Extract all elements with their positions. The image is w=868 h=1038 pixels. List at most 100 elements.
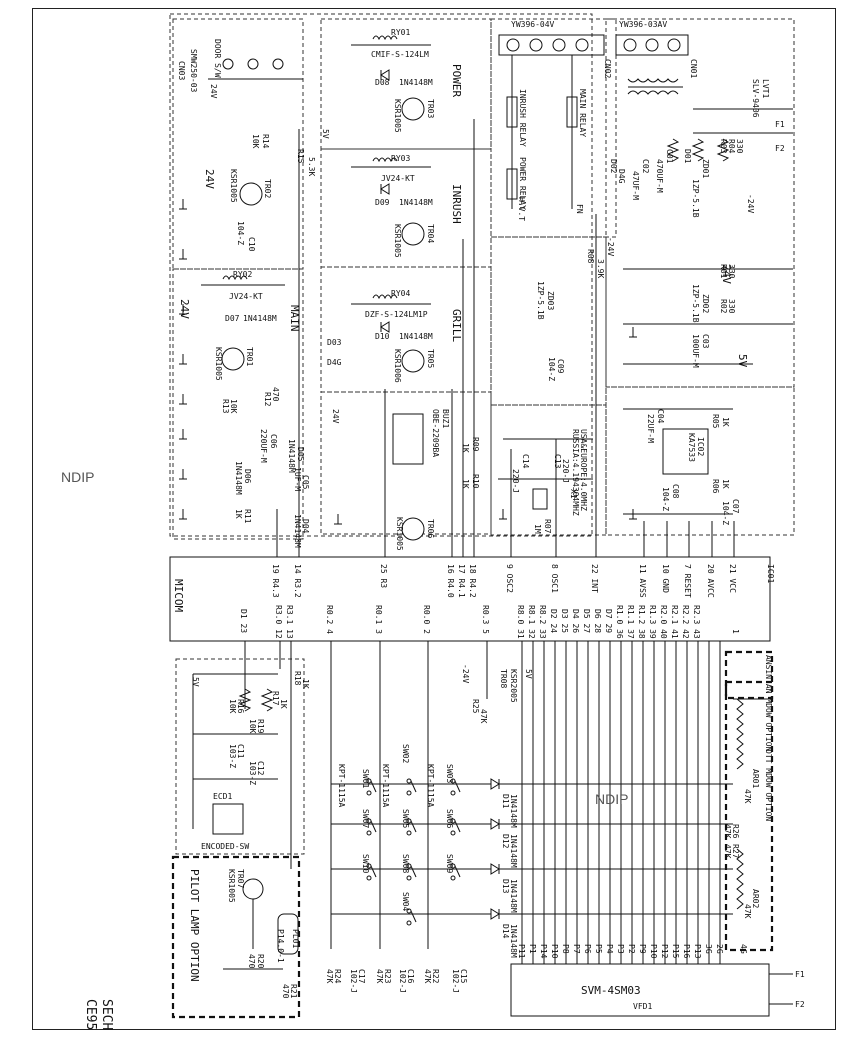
sw-label: SW09 [445,854,454,873]
c04-val: 22UF-M [646,414,655,443]
sw-part: KPT-1115A [337,764,346,808]
r14-val: 10K [251,134,260,149]
vfd-pin: P9 [638,944,647,954]
r21-ref: R21 [289,984,298,999]
tr01-ref: TR01 [245,347,254,366]
c08-ref: C08 [671,484,680,499]
tr04-part: KSR1005 [393,224,402,258]
c13-val: 220-J [561,459,570,483]
buz-part: OBE-2209BA [431,409,440,457]
ry03-part: JV24-KT [381,174,415,183]
d09-ref: D09 [375,198,390,207]
vfd-pin: P8 [561,944,570,954]
vfd-pin: P13 [693,944,702,959]
tr05-part: KSR1006 [393,349,402,383]
ecd-ref: ECD1 [213,792,232,801]
tr03-part: KSR1005 [393,99,402,133]
d13-part: 1N4148M [509,879,518,913]
pin-label: D4 26 [571,609,580,633]
ry02-ref: RY02 [233,270,252,279]
c05-ref: C05 [301,475,310,490]
c01-ref: C01 [665,149,674,164]
r01-val: 330 [727,264,736,279]
c10-val: 104-Z [236,221,245,245]
r18-ref: R18 [293,671,302,686]
tr02-part: KSR1005 [229,169,238,203]
c13-ref: C13 [553,454,562,469]
c10-ref: C10 [247,237,256,252]
vfd-pin: 3G [704,944,713,954]
r05-val: 1K [721,417,730,427]
matrix-diodes [490,778,500,920]
section-frames [169,13,795,1019]
tr08-part: KSR2005 [509,669,518,703]
ar02-val: 47K [743,904,752,919]
vfd-pin: P5 [594,944,603,954]
r13-val: 10K [229,399,238,414]
ry02-part: JV24-KT [229,292,263,301]
sw-label: SW03 [445,764,454,783]
pin-label: 17 R4.1 [457,564,466,598]
c03-val: 100UF-M [691,334,700,368]
rail-5v-main: 5V [321,129,330,139]
rail-5v-tr08: 5V [524,669,533,679]
pl01-part: P14.0-1 [276,929,285,963]
ry04-part: DZF-S-124LM1P [365,310,428,319]
vfd-pin: P10 [550,944,559,959]
d14-part: 1N4148M [509,924,518,958]
r24-val: 47K [325,969,334,984]
r22-ref: R22 [431,969,440,984]
c16-ref: C16 [406,969,415,984]
pin-label: R2.2 42 [681,605,690,639]
c15-val: 102-J [451,969,460,993]
micom-top-leads [276,119,735,557]
pin-label: 8 OSC1 [550,564,559,593]
rail-5v-enc: 5V [191,677,200,687]
r09-val: 1K [461,443,470,453]
sw-label: SW02 [401,744,410,763]
pin-label: D5 27 [582,609,591,633]
vfd-pin: 4G [739,944,748,954]
r01-ref: R01 [719,264,728,279]
r02-ref: R02 [719,299,728,314]
rail-24v-c: 24V [720,264,733,284]
c17-val: 102-J [349,969,358,993]
r23-val: 47K [375,969,384,984]
d13-ref: D13 [501,879,510,894]
sw-label: SW05 [401,809,410,828]
lvt-ref: LVT1 [761,79,770,98]
c06-val: 220UF-M [259,429,268,463]
ic02-part: KA7533 [687,433,696,462]
zd01-ref: ZD01 [701,159,710,178]
pin-label: 25 R3 [379,564,388,588]
c09-ref: C09 [556,359,565,374]
label-cn01: CN01 [689,59,698,78]
sw-label: SW10 [361,854,370,873]
pin-label: R8.2 33 [538,605,547,639]
pin-label: 7 RESET [683,564,692,598]
r07-ref: R07 [543,519,552,534]
c03-ref: C03 [701,334,710,349]
r11-val: 1K [234,509,243,519]
r06-ref: R06 [711,479,720,494]
power-supply [623,138,793,515]
zd02-part: 1ZP-5.1B [691,284,700,323]
title-line2: CE959G [83,999,98,1031]
osc-note: USA&EUROPE:4.0MHZ [579,429,588,511]
tr04-ref: TR04 [426,224,435,243]
tr06-ref: TR06 [426,519,435,538]
r17-ref: R17 [271,691,280,706]
vfd-pin-labels: P11 P1 P14 P10 P8 P7 P6 P5 P4 P3 P2 P9 P… [517,944,748,959]
pin-label: R2.1 41 [670,605,679,639]
lvt-part: SLV-9406 [751,79,760,118]
d11-part: 1N4148M [509,794,518,828]
ic02-ref: IC02 [696,437,705,456]
vfd-pin: P14 [539,944,548,959]
tr07-part: KSR1005 [227,869,236,903]
r14-ref: R14 [261,134,270,149]
r20-val: 470 [247,954,256,969]
switch-matrix [331,783,733,915]
tr03-ref: TR03 [426,99,435,118]
sw-label: SW01 [361,769,370,788]
vfd-f1: F1 [795,970,805,979]
